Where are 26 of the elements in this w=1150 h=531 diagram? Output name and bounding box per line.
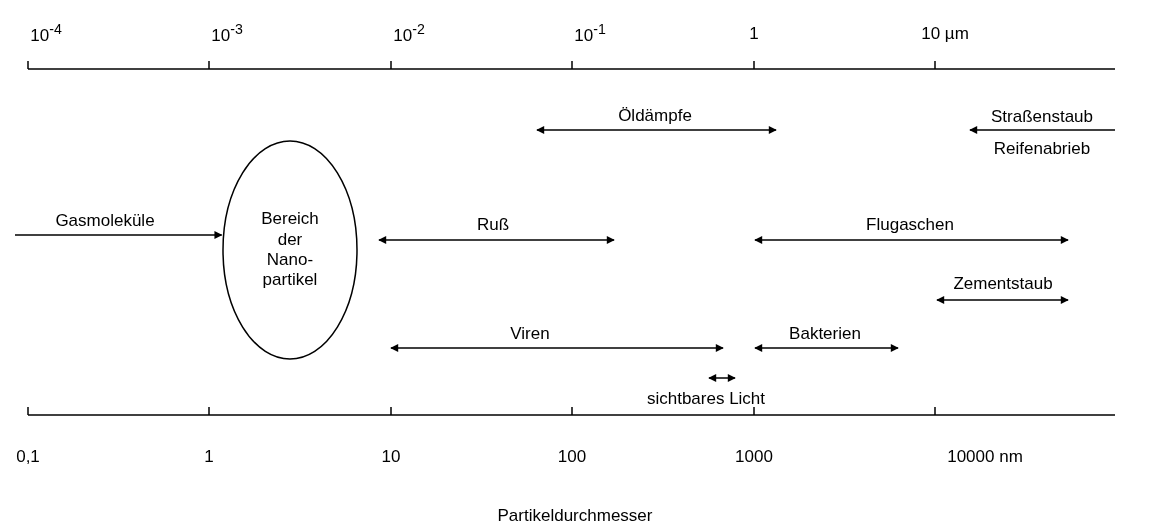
tick-label: 0,1 bbox=[16, 447, 40, 465]
tick-label: 1 bbox=[204, 447, 214, 465]
range-label: Ruß bbox=[476, 215, 510, 233]
tick-label: 10000 nm bbox=[947, 447, 1023, 465]
tick-label: 100 bbox=[557, 447, 587, 465]
range-label: Straßenstaub bbox=[990, 107, 1094, 125]
node-label: Bereich der Nano-partikel bbox=[260, 209, 320, 291]
range-label: Flugaschen bbox=[866, 215, 954, 233]
tick-label: 1 bbox=[749, 24, 759, 42]
arrow bbox=[14, 231, 223, 239]
ellipse-shape bbox=[222, 140, 358, 360]
range-label: Reifenabrieb bbox=[993, 139, 1091, 157]
tick-label: 10 µm bbox=[921, 24, 969, 42]
range-label: Zementstaub bbox=[953, 274, 1053, 292]
range-label: Bakterien bbox=[789, 324, 861, 342]
range-label: sichtbares Licht bbox=[646, 389, 766, 407]
tick-label: 1000 bbox=[735, 447, 773, 465]
tick-label: 10$^{-4}$ bbox=[30, 22, 62, 44]
axis-title: Partikeldurchmesser bbox=[497, 506, 653, 524]
range-label: Öldämpfe bbox=[618, 106, 692, 124]
tick-label: 10$^{-2}$ bbox=[393, 22, 425, 44]
range-label: Viren bbox=[510, 324, 550, 342]
tick-label: 10 bbox=[381, 447, 401, 465]
tick-label: 10$^{-3}$ bbox=[211, 22, 243, 44]
node-label: Gasmoleküle bbox=[55, 211, 155, 232]
tick-label: 10$^{-1}$ bbox=[574, 22, 606, 44]
